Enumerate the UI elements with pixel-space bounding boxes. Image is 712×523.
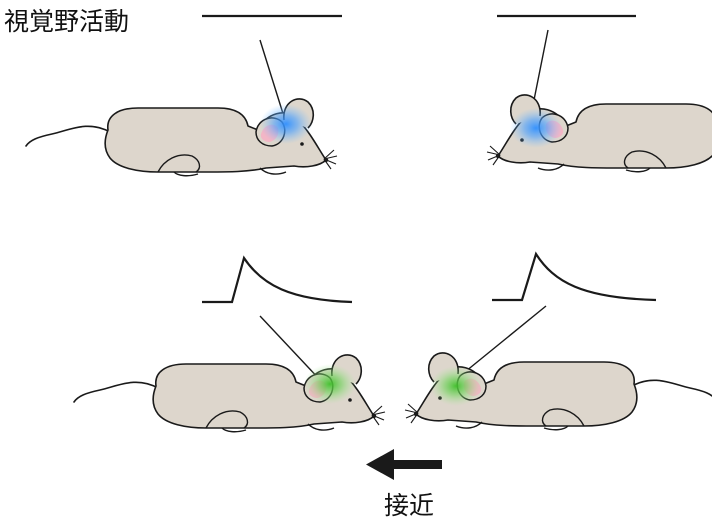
visual-cortex-glow-blue [510, 108, 562, 148]
activity-trace-transient [492, 251, 657, 302]
panel-bottom-right [404, 251, 712, 431]
panel-top-left [25, 14, 342, 177]
activity-trace-transient [202, 255, 353, 304]
panel-top-right [486, 14, 712, 173]
visual-cortex-activity-label: 視覚野活動 [4, 7, 129, 36]
panel-bottom-left [73, 255, 386, 433]
approach-arrow [366, 449, 442, 480]
visual-cortex-glow-green [430, 366, 482, 406]
visual-cortex-glow-green [304, 364, 356, 404]
visual-cortex-glow-blue [260, 104, 312, 144]
approach-label: 接近 [384, 491, 434, 520]
recording-probe [459, 305, 547, 377]
